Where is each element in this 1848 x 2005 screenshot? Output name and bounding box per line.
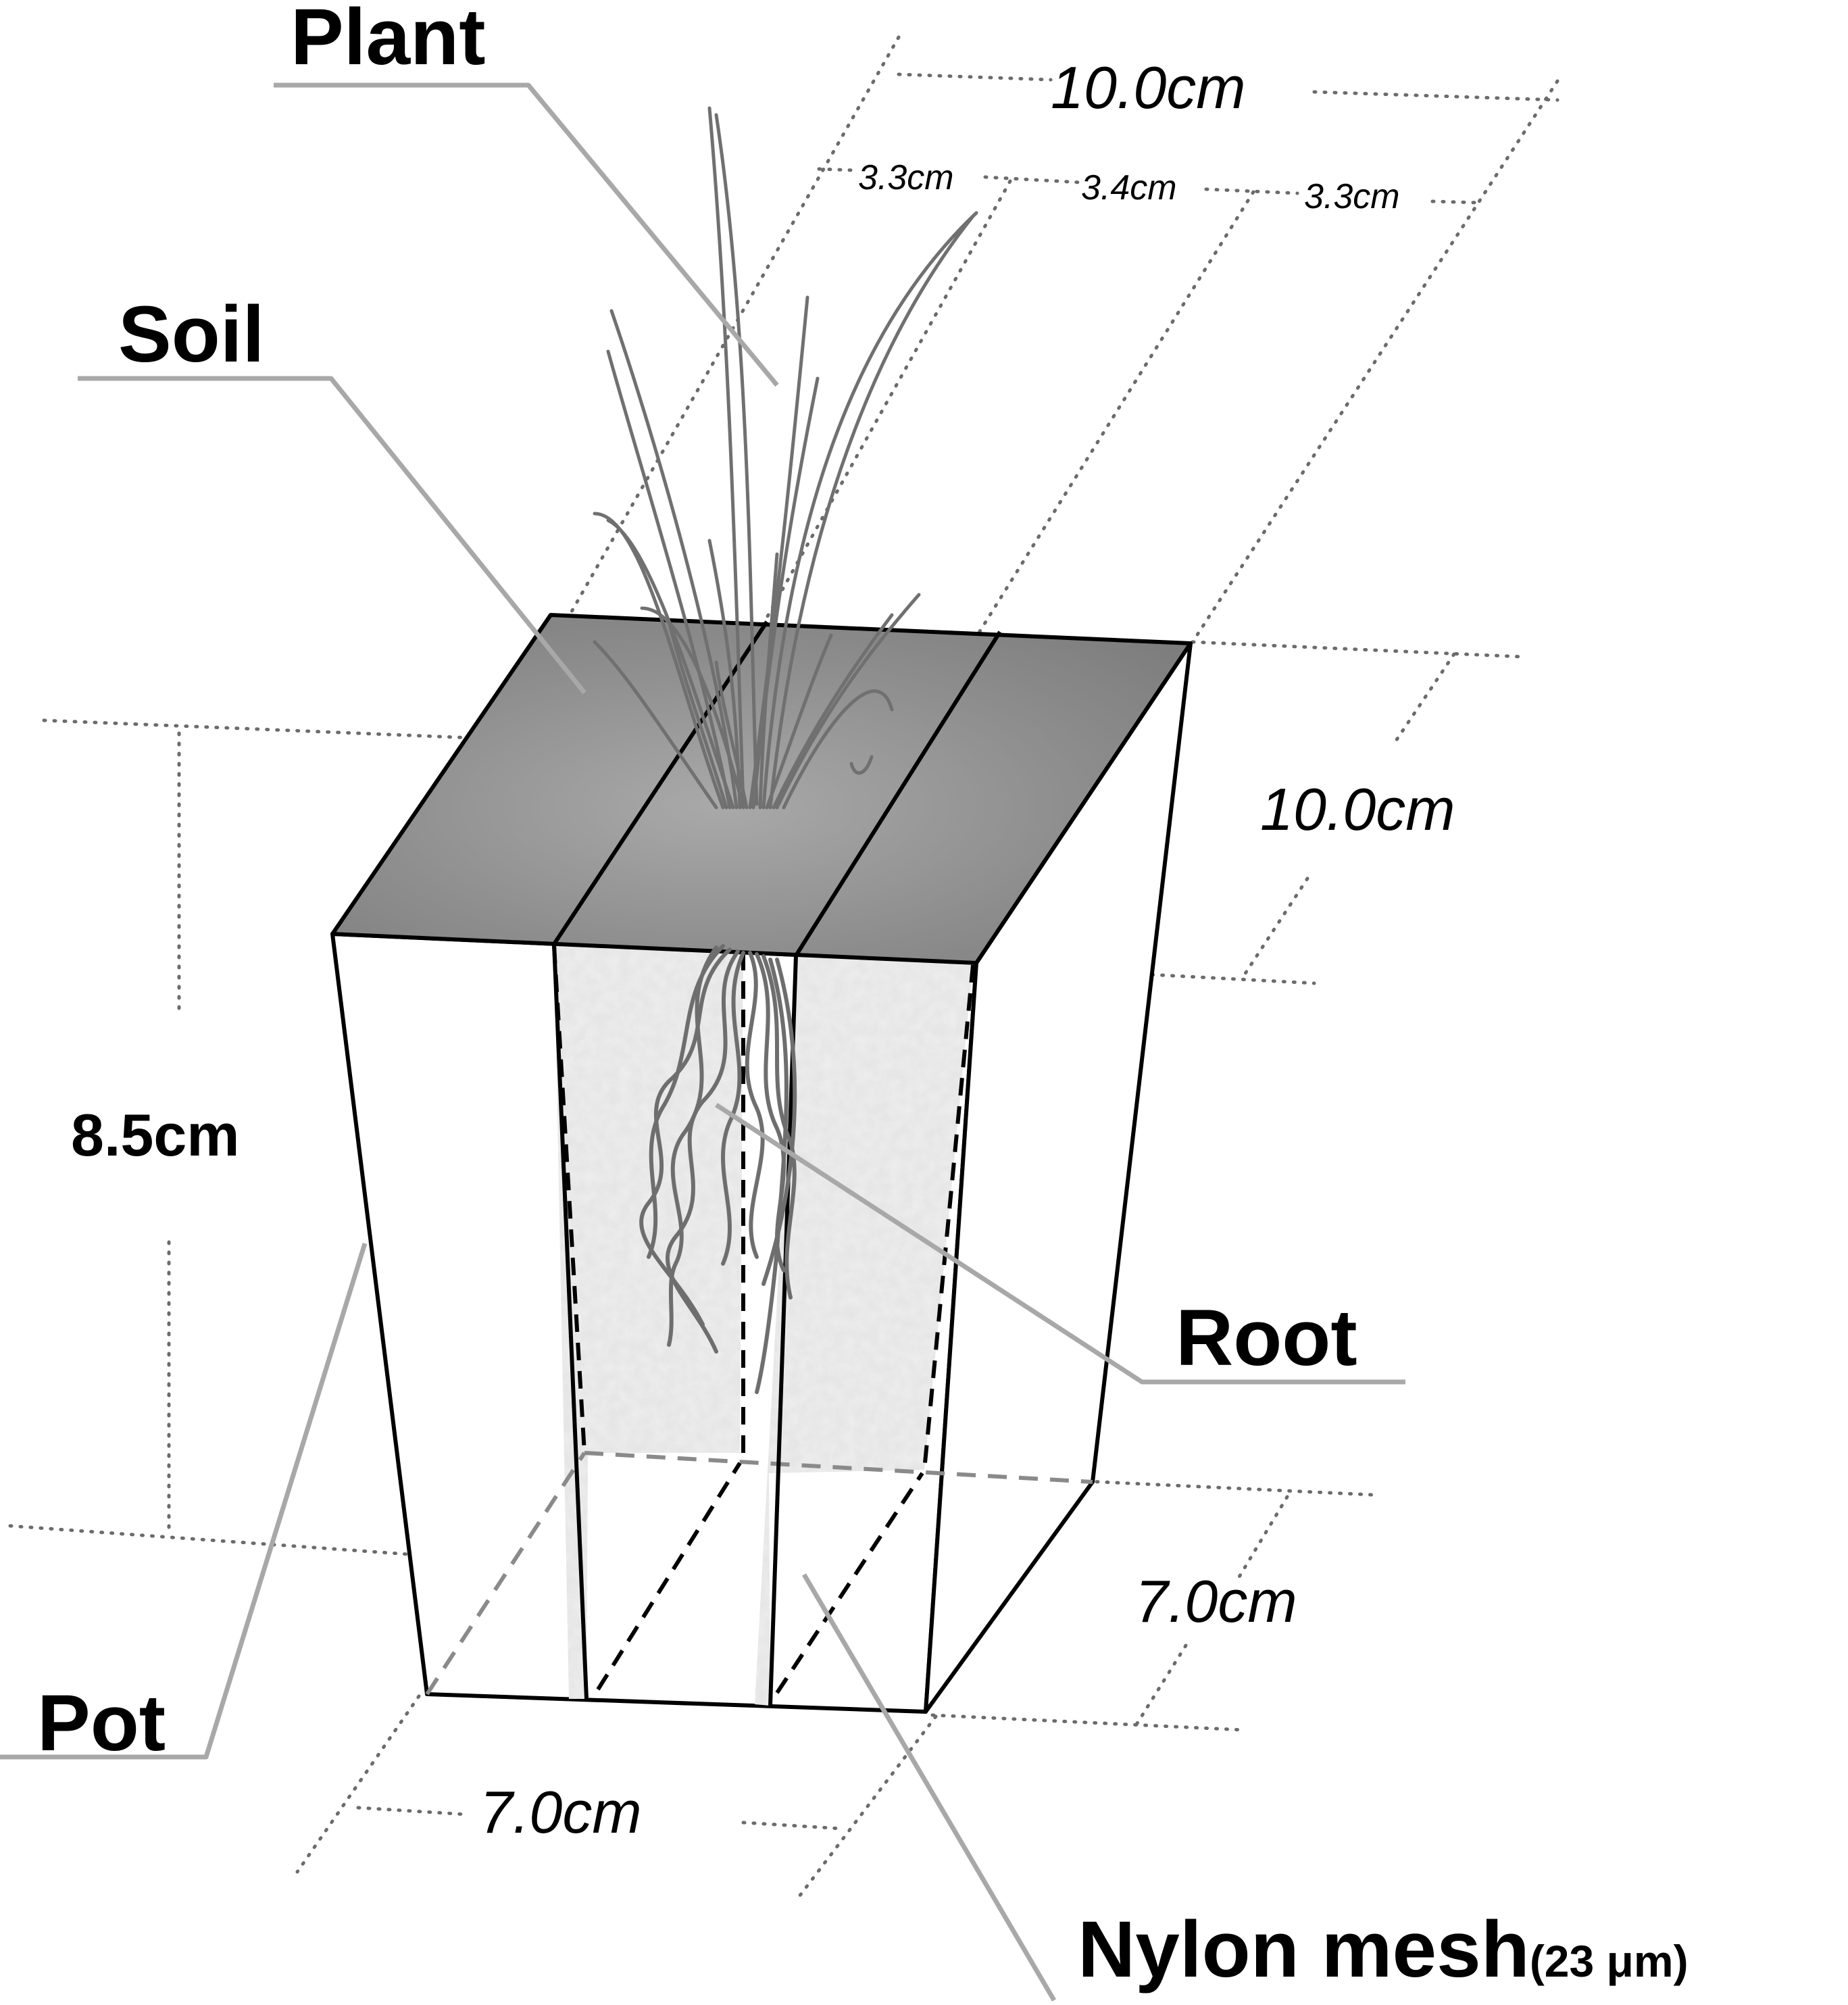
section-right-dimension: 3.3cm — [1304, 177, 1400, 216]
roots — [639, 944, 797, 1394]
pot-leader — [0, 1242, 368, 1760]
root-label: Root — [1176, 1293, 1357, 1383]
leader-lines — [0, 82, 1405, 2002]
height-dimension: 8.5cm — [71, 1101, 240, 1168]
nylon-mesh-leader — [801, 1573, 1057, 2002]
nylon-mesh-label: Nylon mesh(23 μm) — [1078, 1905, 1689, 1994]
section-middle-dimension: 3.4cm — [1081, 168, 1177, 207]
top-width-dimension: 10.0cm — [1051, 54, 1246, 121]
section-left-dimension: 3.3cm — [858, 158, 954, 197]
pot-label: Pot — [37, 1679, 166, 1768]
plant — [593, 106, 978, 810]
top-depth-dimension: 10.0cm — [1260, 776, 1455, 843]
root-leader — [715, 1103, 1405, 1385]
plant-leader — [274, 82, 779, 387]
nylon-mesh-right-grain — [755, 956, 973, 1706]
bottom-depth-dimension: 7.0cm — [1135, 1568, 1297, 1635]
plant-label: Plant — [291, 0, 486, 82]
nylon-mesh-left-grain — [554, 944, 743, 1699]
pot — [330, 635, 1193, 1714]
soil-label: Soil — [118, 290, 264, 379]
bottom-width-dimension: 7.0cm — [480, 1779, 642, 1846]
soil-leader — [78, 376, 586, 695]
